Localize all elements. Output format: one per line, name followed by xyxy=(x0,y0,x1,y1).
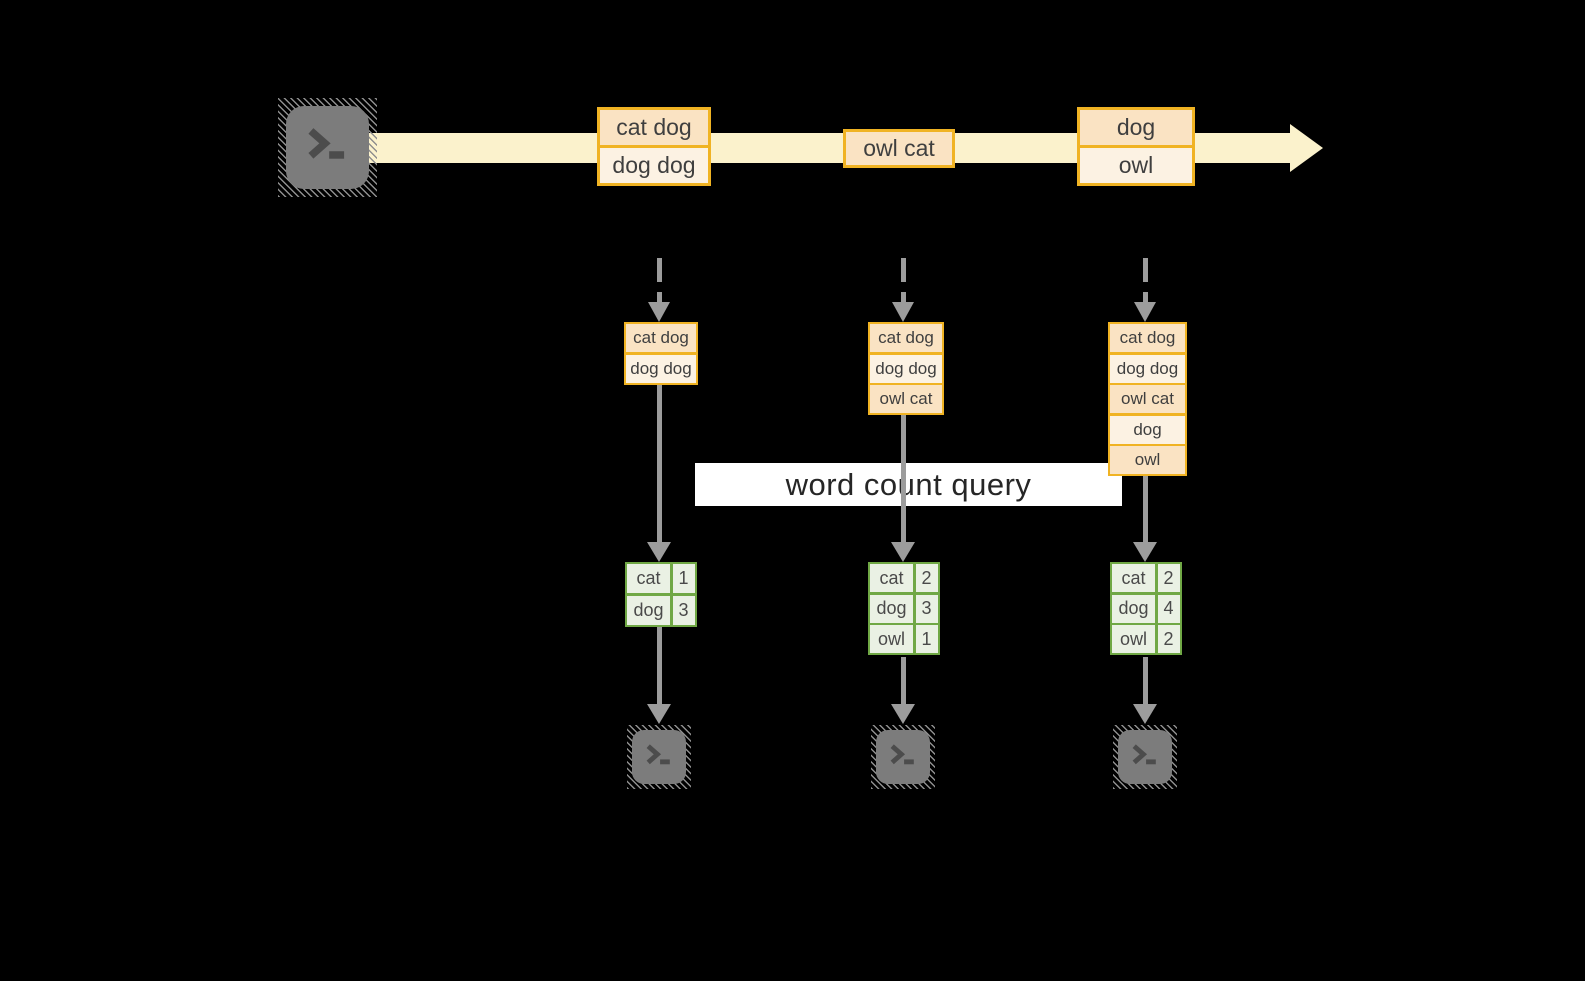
output-arrowhead xyxy=(891,704,915,724)
ingest-arrowhead xyxy=(892,302,914,322)
count-cell: 2 xyxy=(1157,564,1180,592)
word-cell: dog xyxy=(1112,594,1155,623)
query-arrow-line xyxy=(657,382,662,544)
output-arrow-line xyxy=(657,627,662,706)
ingest-arrow-line xyxy=(1143,258,1148,302)
ingest-arrowhead xyxy=(1134,302,1156,322)
buffered-event-line: dog dog xyxy=(1110,354,1185,383)
buffered-event-line: dog xyxy=(1110,415,1185,444)
stream-event: dog owl xyxy=(1077,107,1195,186)
sink-terminal xyxy=(1113,725,1177,789)
terminal-face xyxy=(876,730,930,784)
word-cell: owl xyxy=(870,625,913,653)
count-cell: 3 xyxy=(672,595,695,625)
buffered-event-line: dog dog xyxy=(626,354,696,383)
source-terminal xyxy=(278,98,377,197)
buffered-event-line: owl xyxy=(1110,446,1185,474)
count-cell: 1 xyxy=(672,564,695,593)
word-cell: cat xyxy=(627,564,670,593)
buffered-events: cat dog dog dog owl cat dog owl xyxy=(1108,322,1187,476)
output-arrowhead xyxy=(1133,704,1157,724)
count-cell: 3 xyxy=(915,594,938,623)
word-cell: cat xyxy=(1112,564,1155,592)
word-cell: dog xyxy=(870,594,913,623)
word-cell: cat xyxy=(870,564,913,592)
ingest-arrowhead xyxy=(648,302,670,322)
stream-event-line: owl xyxy=(1080,148,1192,183)
buffered-event-line: cat dog xyxy=(1110,324,1185,352)
output-arrow-line xyxy=(1143,657,1148,706)
word-cell: owl xyxy=(1112,625,1155,653)
count-cell: 2 xyxy=(915,564,938,592)
ingest-arrow-line xyxy=(657,258,662,302)
output-arrowhead xyxy=(647,704,671,724)
sink-terminal xyxy=(871,725,935,789)
terminal-prompt-icon xyxy=(1132,744,1156,765)
stream-event-line: owl cat xyxy=(846,132,952,165)
sink-terminal xyxy=(627,725,691,789)
query-arrow-line xyxy=(1143,475,1148,544)
stream-event-line: dog xyxy=(1080,110,1192,145)
output-arrow-line xyxy=(901,657,906,706)
count-cell: 4 xyxy=(1157,594,1180,623)
buffered-events: cat dog dog dog xyxy=(624,322,698,385)
stream-event-line: dog dog xyxy=(600,148,708,183)
terminal-prompt-icon xyxy=(646,744,670,765)
buffered-event-line: dog dog xyxy=(870,354,942,383)
count-cell: 2 xyxy=(1157,625,1180,653)
buffered-event-line: owl cat xyxy=(870,385,942,413)
buffered-events: cat dog dog dog owl cat xyxy=(868,322,944,415)
buffered-event-line: cat dog xyxy=(626,324,696,352)
query-arrowhead xyxy=(647,542,671,562)
terminal-prompt-icon xyxy=(890,744,914,765)
stream-event: owl cat xyxy=(843,129,955,168)
terminal-face xyxy=(1118,730,1172,784)
word-count-table: cat 2 dog 4 owl 2 xyxy=(1110,562,1182,655)
terminal-face xyxy=(632,730,686,784)
word-count-table: cat 1 dog 3 xyxy=(625,562,697,627)
stream-arrowhead xyxy=(1290,124,1323,172)
stream-event-line: cat dog xyxy=(600,110,708,145)
buffered-event-line: cat dog xyxy=(870,324,942,352)
query-arrowhead xyxy=(1133,542,1157,562)
terminal-prompt-icon xyxy=(308,128,345,159)
word-cell: dog xyxy=(627,595,670,625)
count-cell: 1 xyxy=(915,625,938,653)
query-label: word count query xyxy=(785,466,1032,502)
word-count-table: cat 2 dog 3 owl 1 xyxy=(868,562,940,655)
terminal-face xyxy=(286,106,369,189)
buffered-event-line: owl cat xyxy=(1110,385,1185,413)
stream-event: cat dog dog dog xyxy=(597,107,711,186)
query-arrow-line xyxy=(901,414,906,544)
ingest-arrow-line xyxy=(901,258,906,302)
query-arrowhead xyxy=(891,542,915,562)
query-banner: word count query xyxy=(695,463,1122,506)
